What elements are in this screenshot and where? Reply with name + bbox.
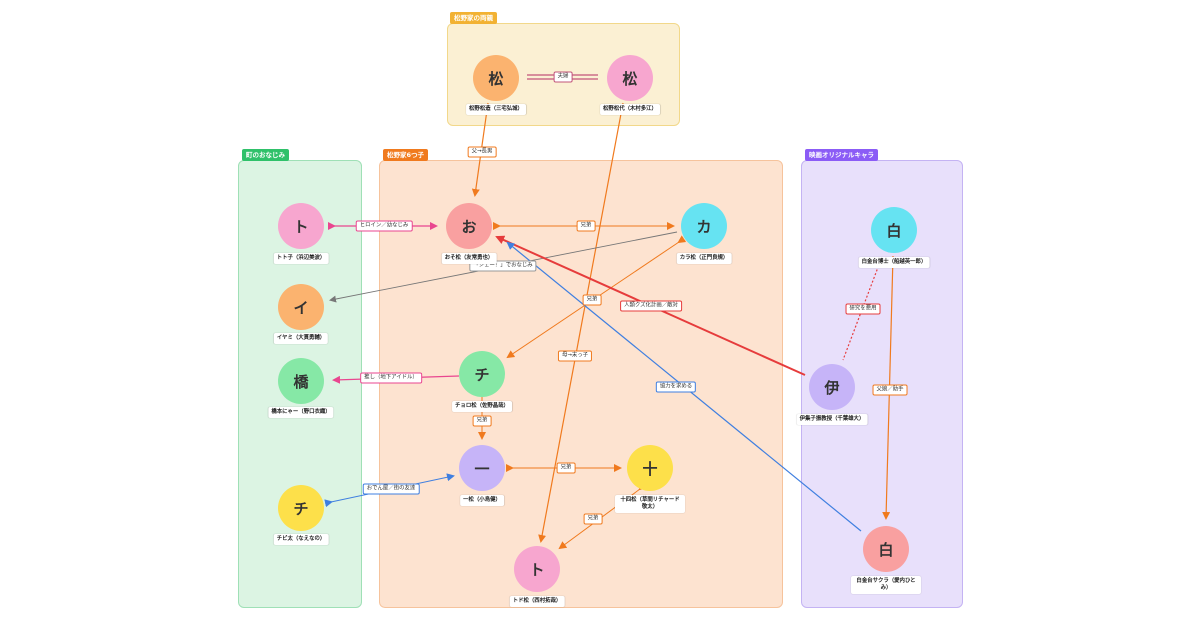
label-osomatsu: おそ松（友常勇也） — [441, 253, 497, 264]
label-ida: 伊集子振教授（千葉雄大） — [796, 414, 868, 425]
group-town-title: 町のおなじみ — [242, 149, 289, 161]
label-matsuzo: 松野松造（三宅弘城） — [466, 104, 526, 115]
edge-label-hakase-ida: 研究を悪用 — [845, 303, 881, 315]
edge-label-kara-choro: 兄弟 — [582, 294, 602, 306]
label-hakase: 白金台博士（船越英一郎） — [858, 257, 930, 268]
edge-label-marriage: 夫婦 — [553, 71, 573, 83]
group-parents-title: 松野家の両親 — [450, 12, 497, 24]
node-iyami: イ — [278, 284, 324, 330]
edge-label-chibi-ichi: おでん屋／街の友達 — [362, 483, 420, 495]
label-matsuyo: 松野松代（木村多江） — [600, 104, 660, 115]
edge-label-sakura-oso: 協力を求める — [655, 381, 697, 393]
label-totoko: トト子（浜辺美波） — [273, 253, 329, 264]
label-jyushimatsu: 十四松（草間リチャード敬太） — [615, 495, 685, 513]
node-ichimatsu: 一 — [459, 445, 505, 491]
node-hakase: 白 — [871, 207, 917, 253]
node-karamatsu: カ — [681, 203, 727, 249]
node-totoko: ト — [278, 203, 324, 249]
edge-label-ida-oso: 人類クズ化計画／敵対 — [620, 300, 682, 312]
node-ida: 伊 — [809, 364, 855, 410]
group-movie-title: 映画オリジナルキャラ — [805, 149, 878, 161]
label-choromatsu: チョロ松（佐野晶哉） — [452, 401, 512, 412]
edge-label-hakase-sakura: 父娘／助手 — [872, 384, 908, 396]
node-jyushimatsu: 十 — [627, 445, 673, 491]
node-sakura: 白 — [863, 526, 909, 572]
node-matsuyo: 松 — [607, 55, 653, 101]
edge-label-father-son: 父→長男 — [467, 146, 497, 158]
label-hashimoto: 橋本にゃー（野口衣織） — [268, 407, 334, 418]
edge-label-choro-ichi: 兄弟 — [472, 415, 492, 427]
node-chibita: チ — [278, 485, 324, 531]
node-matsuzo: 松 — [473, 55, 519, 101]
node-todomatsu: ト — [514, 546, 560, 592]
edge-label-mother-son: 母→末っ子 — [557, 350, 593, 362]
group-brothers-title: 松野家6つ子 — [383, 149, 429, 161]
label-karamatsu: カラ松（正門良規） — [676, 253, 732, 264]
label-ichimatsu: 一松（小島健） — [460, 495, 504, 506]
label-iyami: イヤミ（大貫勇輔） — [273, 333, 329, 344]
node-osomatsu: お — [446, 203, 492, 249]
edge-label-ichi-jyushi: 兄弟 — [556, 462, 576, 474]
edge-label-choro-hashi: 推し（地下アイドル） — [360, 372, 422, 384]
edge-label-totoko-oso: ヒロイン／幼なじみ — [355, 220, 413, 232]
label-sakura: 白金台サクラ（愛内ひとみ） — [851, 576, 921, 594]
edge-label-oso-kara: 兄弟 — [576, 220, 596, 232]
label-todomatsu: トド松（西村拓哉） — [509, 596, 565, 607]
edge-label-kara-iyami: 「シェー！」でおなじみ — [469, 260, 537, 272]
node-choromatsu: チ — [459, 351, 505, 397]
edge-label-jyushi-todo: 兄弟 — [583, 513, 603, 525]
edge-mother-son — [538, 102, 624, 543]
node-hashimoto: 橋 — [278, 358, 324, 404]
label-chibita: チビ太（なえなの） — [273, 534, 329, 545]
